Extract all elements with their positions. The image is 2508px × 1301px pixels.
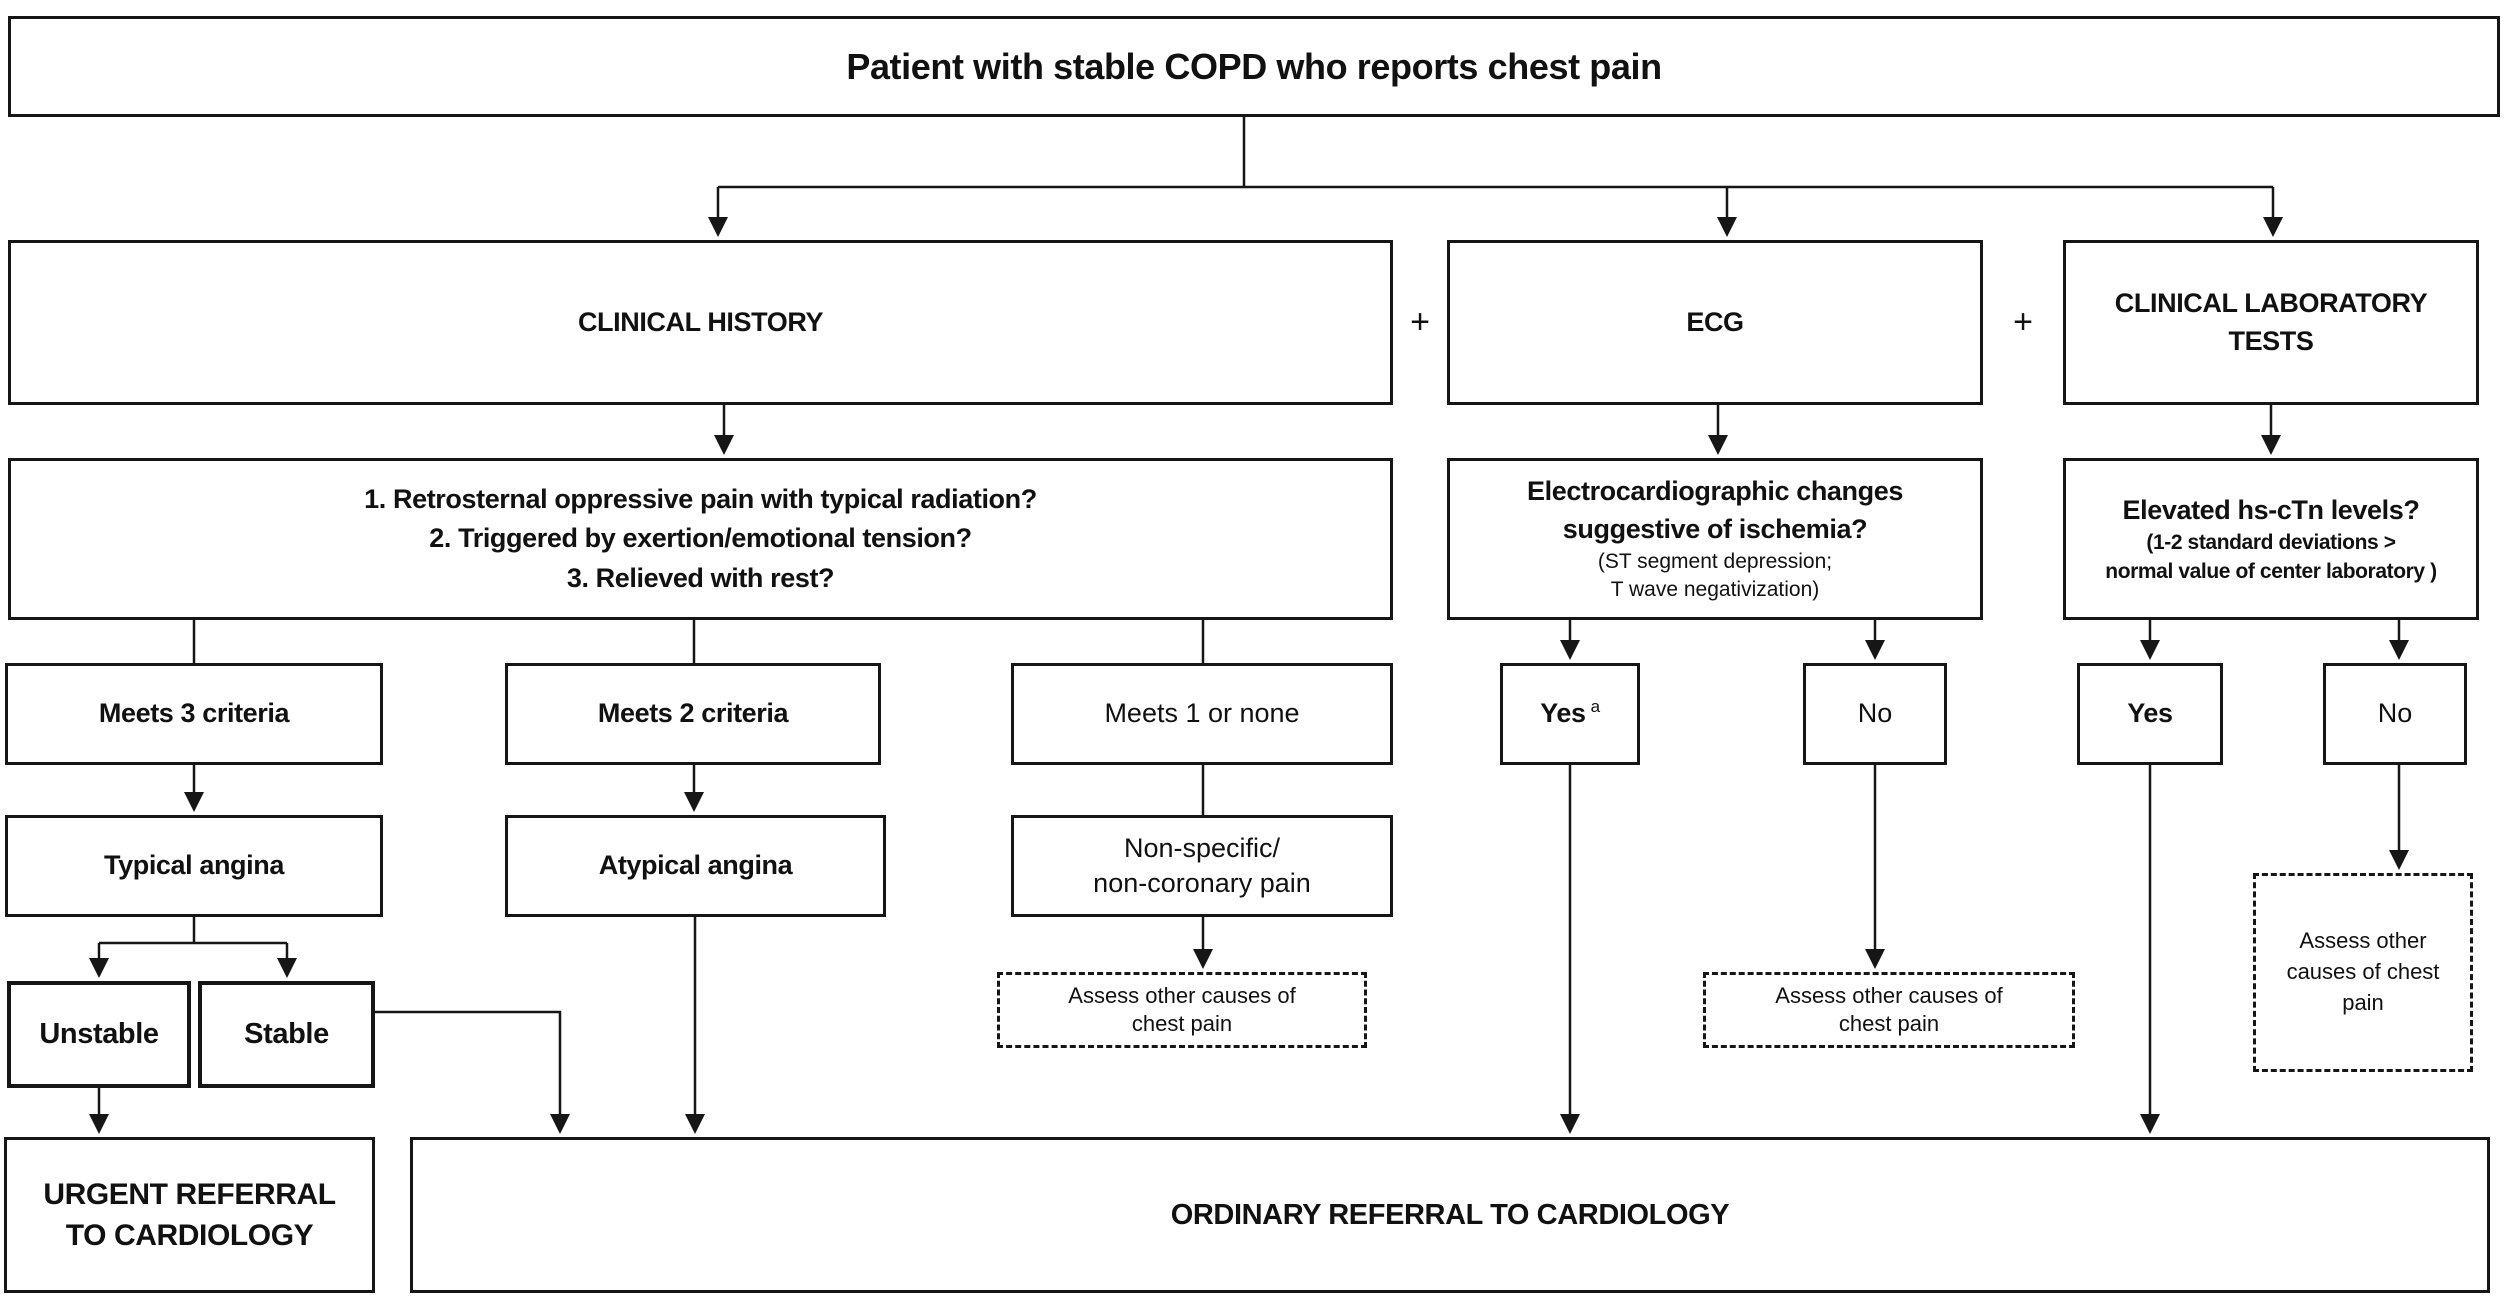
lab-tests-label-line2: TESTS bbox=[2228, 325, 2314, 356]
history-criteria-box: 1. Retrosternal oppressive pain with typ… bbox=[8, 458, 1393, 620]
meets-1-or-none-box: Meets 1 or none bbox=[1011, 663, 1393, 765]
meets-3-criteria-box: Meets 3 criteria bbox=[5, 663, 383, 765]
urgent-referral-box: URGENT REFERRAL TO CARDIOLOGY bbox=[4, 1137, 375, 1293]
assess-lab-line2: causes of chest bbox=[2286, 959, 2440, 985]
lab-tests-box: CLINICAL LABORATORY TESTS bbox=[2063, 240, 2479, 405]
ecg-question-line2: suggestive of ischemia? bbox=[1562, 513, 1868, 544]
assess-other-causes-history-box: Assess other causes of chest pain bbox=[997, 972, 1367, 1048]
atypical-angina-box: Atypical angina bbox=[505, 815, 886, 917]
lab-no-box: No bbox=[2323, 663, 2467, 765]
assess-other-causes-lab-box: Assess other causes of chest pain bbox=[2253, 873, 2473, 1072]
ecg-note-line2: T wave negativization) bbox=[1610, 578, 1820, 602]
title-box: Patient with stable COPD who reports che… bbox=[8, 16, 2500, 117]
lab-tests-label-line1: CLINICAL LABORATORY bbox=[2114, 288, 2428, 319]
non-specific-pain-line1: Non-specific/ bbox=[1123, 832, 1281, 863]
ecg-label: ECG bbox=[1686, 306, 1744, 337]
meets-3-criteria-label: Meets 3 criteria bbox=[98, 698, 290, 729]
lab-note-line1: (1-2 standard deviations > bbox=[2146, 531, 2396, 555]
criteria-question-2: 2. Triggered by exertion/emotional tensi… bbox=[429, 523, 972, 554]
criteria-question-3: 3. Relieved with rest? bbox=[566, 562, 835, 593]
assess-lab-line3: pain bbox=[2342, 989, 2384, 1015]
lab-yes-box: Yes bbox=[2077, 663, 2223, 765]
criteria-question-1: 1. Retrosternal oppressive pain with typ… bbox=[364, 484, 1037, 515]
urgent-referral-line2: TO CARDIOLOGY bbox=[65, 1219, 314, 1252]
assess-ecg-line2: chest pain bbox=[1838, 1011, 1940, 1036]
ecg-no-label: No bbox=[1857, 698, 1893, 729]
typical-angina-box: Typical angina bbox=[5, 815, 383, 917]
footnote-a-marker: a bbox=[1590, 697, 1600, 717]
page-title: Patient with stable COPD who reports che… bbox=[846, 45, 1662, 87]
non-specific-pain-box: Non-specific/ non-coronary pain bbox=[1011, 815, 1393, 917]
lab-question: Elevated hs-cTn levels? bbox=[2122, 495, 2420, 526]
lab-note-line2: normal value of center laboratory ) bbox=[2105, 559, 2437, 583]
ordinary-referral-box: ORDINARY REFERRAL TO CARDIOLOGY bbox=[410, 1137, 2490, 1293]
stable-label: Stable bbox=[244, 1018, 329, 1051]
urgent-referral-line1: URGENT REFERRAL bbox=[43, 1177, 336, 1211]
unstable-label: Unstable bbox=[39, 1018, 159, 1051]
plus-separator-2: + bbox=[2013, 303, 2033, 341]
ordinary-referral-label: ORDINARY REFERRAL TO CARDIOLOGY bbox=[1170, 1198, 1730, 1231]
ecg-no-box: No bbox=[1803, 663, 1947, 765]
meets-1-or-none-label: Meets 1 or none bbox=[1104, 698, 1300, 729]
meets-2-criteria-label: Meets 2 criteria bbox=[597, 698, 789, 729]
ecg-question-line1: Electrocardiographic changes bbox=[1527, 476, 1903, 507]
unstable-box: Unstable bbox=[7, 981, 191, 1088]
ecg-question-box: Electrocardiographic changes suggestive … bbox=[1447, 458, 1983, 620]
typical-angina-label: Typical angina bbox=[104, 850, 284, 881]
lab-no-label: No bbox=[2377, 698, 2413, 729]
connector-stable-to-ordinary bbox=[375, 1010, 570, 1134]
ecg-note-line1: (ST segment depression; bbox=[1597, 549, 1833, 573]
clinical-history-label: CLINICAL HISTORY bbox=[577, 306, 824, 337]
assess-lab-line1: Assess other bbox=[2299, 928, 2427, 954]
plus-separator-1: + bbox=[1410, 303, 1430, 341]
atypical-angina-label: Atypical angina bbox=[598, 850, 793, 881]
assess-ecg-line1: Assess other causes of bbox=[1775, 982, 2003, 1008]
assess-history-line1: Assess other causes of bbox=[1068, 982, 1296, 1008]
ecg-box: ECG bbox=[1447, 240, 1983, 405]
lab-question-box: Elevated hs-cTn levels? (1-2 standard de… bbox=[2063, 458, 2479, 620]
non-specific-pain-line2: non-coronary pain bbox=[1093, 868, 1311, 898]
assess-other-causes-ecg-box: Assess other causes of chest pain bbox=[1703, 972, 2075, 1048]
assess-history-line2: chest pain bbox=[1131, 1011, 1233, 1036]
stable-box: Stable bbox=[198, 981, 375, 1088]
lab-yes-label: Yes bbox=[2127, 698, 2173, 729]
clinical-history-box: CLINICAL HISTORY bbox=[8, 240, 1393, 405]
meets-2-criteria-box: Meets 2 criteria bbox=[505, 663, 881, 765]
